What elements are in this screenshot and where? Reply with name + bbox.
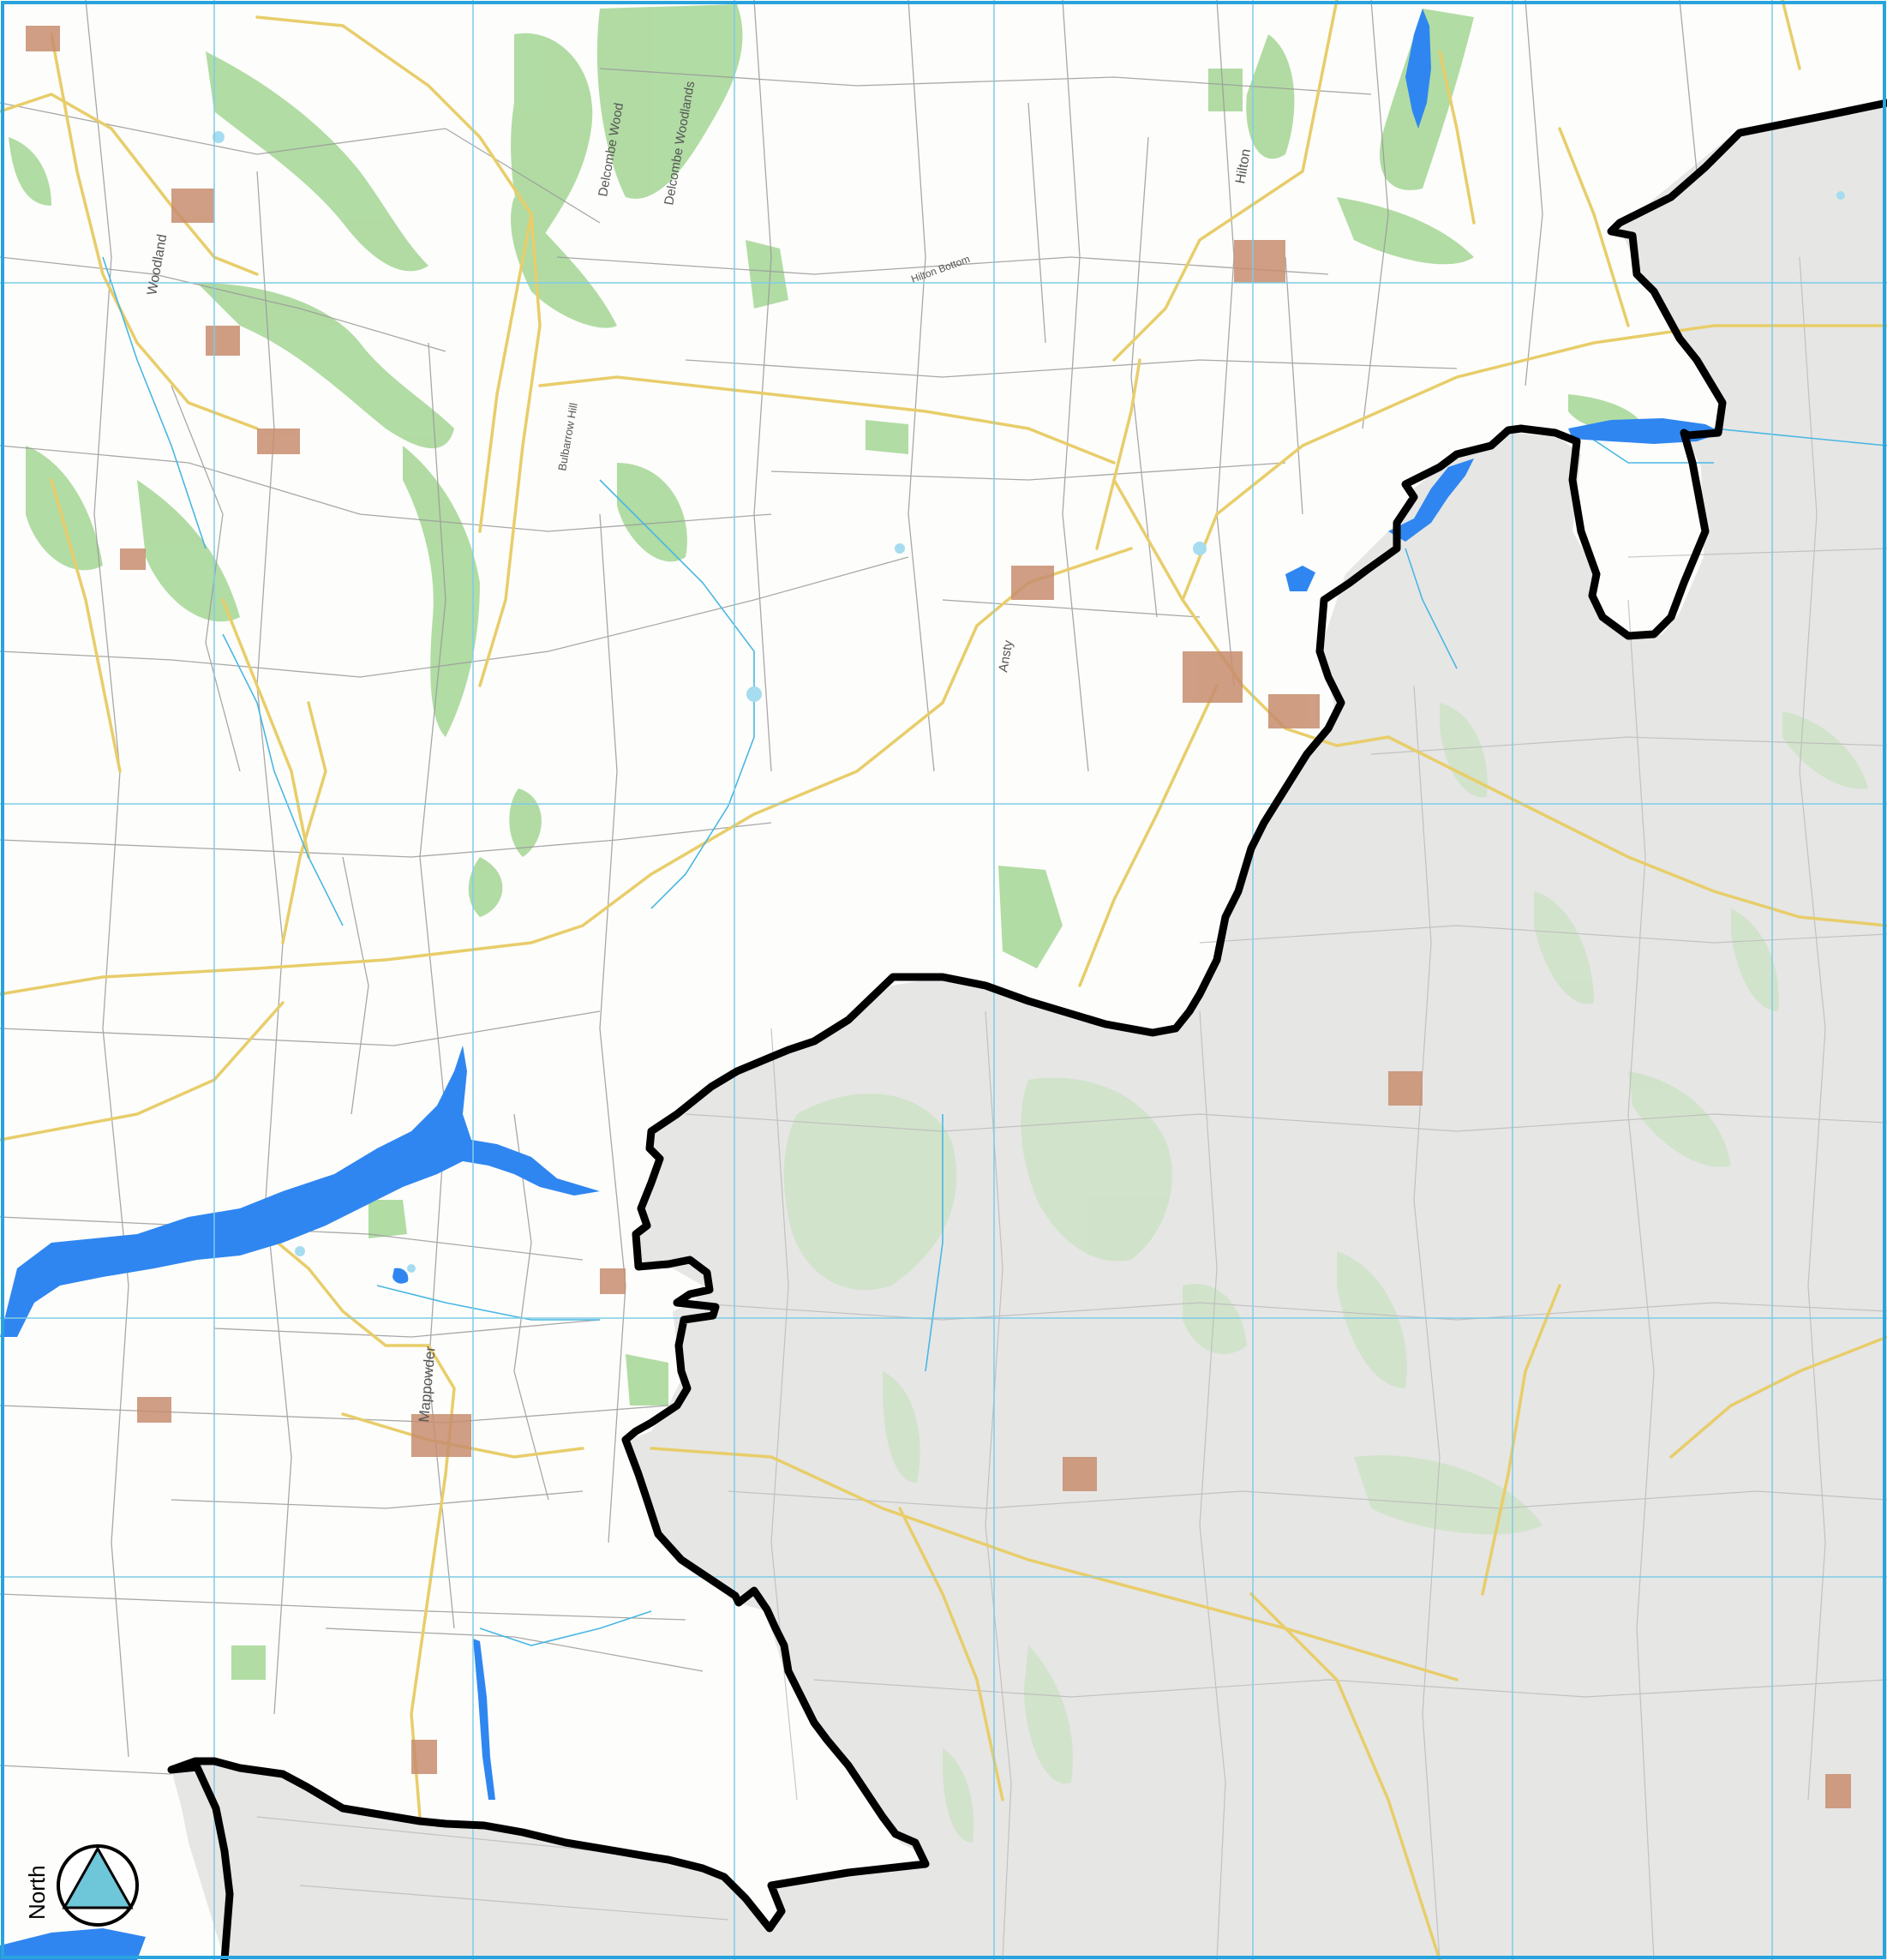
parish-boundary-main [167,99,1887,1960]
woodland-areas [9,4,1645,1680]
settlements [26,26,1851,1808]
label-ansty: Ansty [996,638,1015,673]
north-arrow: North [24,1844,139,1927]
ponds [213,131,1845,1273]
north-arrow-triangle [62,1845,134,1909]
woodland-areas-outside [783,703,1868,1843]
field-boundaries [0,0,1698,1775]
label-hilton: Hilton [1233,147,1254,184]
north-label: North [24,1865,50,1920]
field-boundaries-outside [256,256,1887,1960]
water-bodies [0,9,1722,1960]
